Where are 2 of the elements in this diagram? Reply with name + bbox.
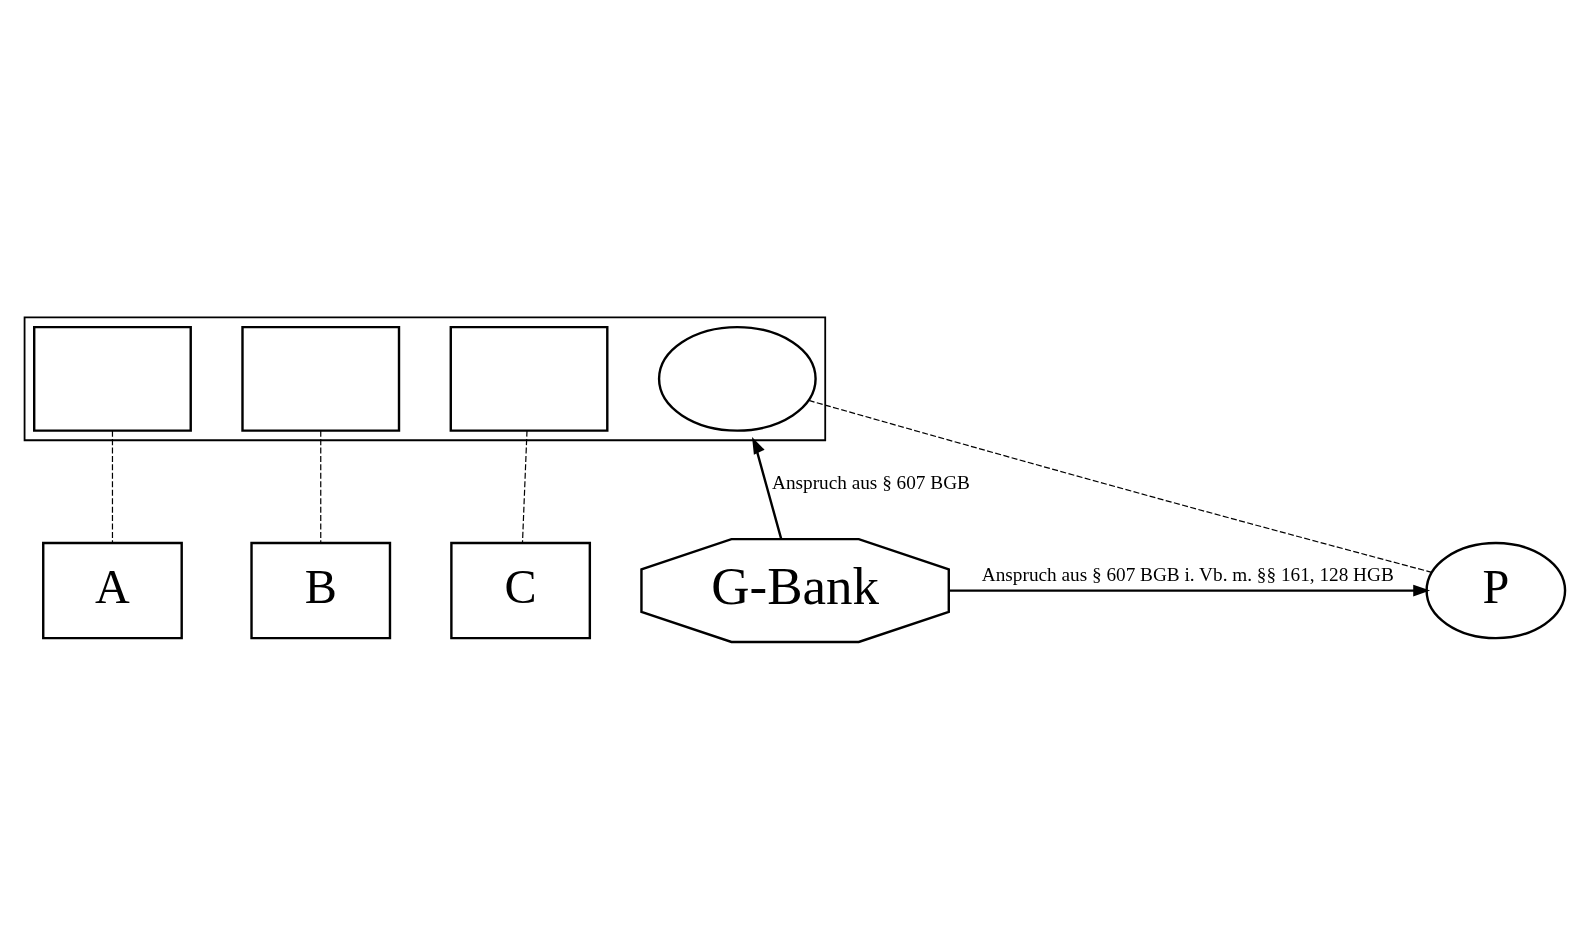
edge-label: Anspruch aus § 607 BGB i. Vb. m. §§ 161, 128 HGB <box>981 563 1394 585</box>
edge-label: Anspruch aus § 607 BGB <box>772 472 970 494</box>
